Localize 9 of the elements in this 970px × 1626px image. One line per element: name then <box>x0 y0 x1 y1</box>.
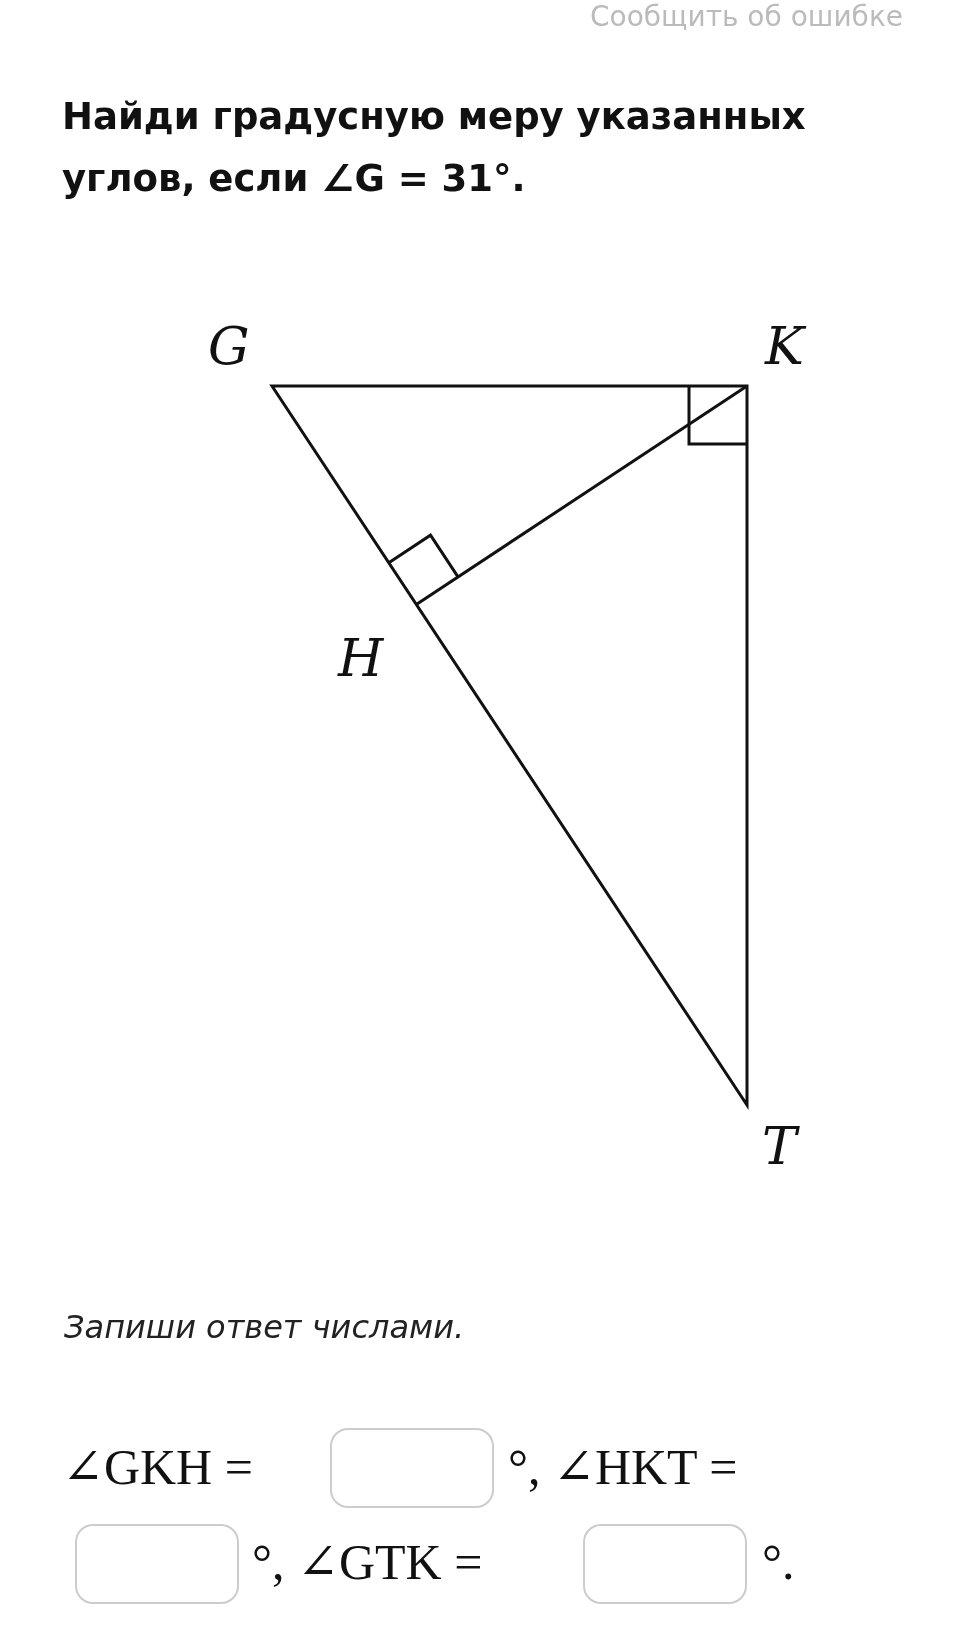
vertex-label: H <box>338 630 384 686</box>
instruction-text: Запиши ответ числами. <box>64 1308 465 1346</box>
equation-text: ∠GKH = <box>62 1438 253 1497</box>
report-error-link: Сообщить об ошибке <box>590 0 904 33</box>
task-heading: Найди градусную меру указанных углов, если ∠G = 31°. <box>62 94 807 202</box>
equation-text: °. <box>762 1533 795 1592</box>
vertex-label: G <box>208 318 250 374</box>
equation-text: °, ∠GTK = <box>252 1533 483 1592</box>
equation-text: °, ∠HKT = <box>508 1438 738 1497</box>
